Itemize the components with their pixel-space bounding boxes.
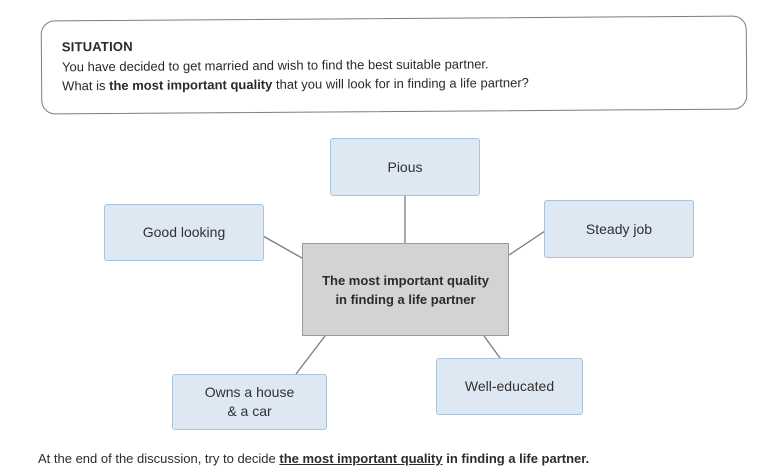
connector-owns-house bbox=[295, 335, 326, 375]
footer-instruction: At the end of the discussion, try to dec… bbox=[38, 451, 758, 466]
footer-underlined: the most important quality bbox=[279, 451, 443, 466]
node-well-educated: Well-educated bbox=[436, 358, 583, 415]
footer-post: in finding a life partner. bbox=[442, 451, 590, 466]
footer-pre: At the end of the discussion, try to dec… bbox=[38, 451, 280, 466]
node-steady-job: Steady job bbox=[544, 200, 694, 258]
connector-steady-job bbox=[508, 230, 546, 256]
node-good-looking: Good looking bbox=[104, 204, 264, 261]
node-pious: Pious bbox=[330, 138, 480, 196]
node-center: The most important quality in finding a … bbox=[302, 243, 509, 336]
node-owns-house: Owns a house & a car bbox=[172, 374, 327, 430]
connector-well-educated bbox=[483, 335, 501, 359]
connector-good-looking bbox=[262, 235, 303, 259]
